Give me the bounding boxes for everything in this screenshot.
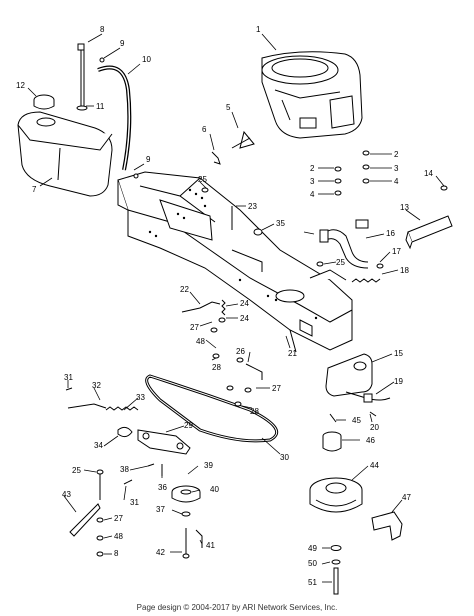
fuel-cap bbox=[33, 94, 55, 110]
callout-40: 40 bbox=[210, 485, 219, 494]
callout-37: 37 bbox=[156, 505, 165, 514]
callout-48a: 48 bbox=[196, 337, 205, 346]
callout-9a: 9 bbox=[120, 39, 125, 48]
callout-8b: 8 bbox=[114, 549, 119, 558]
frame-holes bbox=[148, 188, 318, 320]
callout-24b: 24 bbox=[240, 314, 249, 323]
callout-13: 13 bbox=[400, 203, 409, 212]
callout-33: 33 bbox=[136, 393, 145, 402]
callout-20: 20 bbox=[370, 423, 379, 432]
callout-7: 7 bbox=[32, 185, 37, 194]
exhaust-pipe bbox=[319, 219, 369, 269]
callout-47: 47 bbox=[402, 493, 411, 502]
callout-49: 49 bbox=[308, 544, 317, 553]
idler-bracket bbox=[137, 429, 191, 455]
callout-19: 19 bbox=[394, 377, 403, 386]
callout-24a: 24 bbox=[240, 299, 249, 308]
fuel-pickup-tube bbox=[76, 43, 88, 111]
rod-19 bbox=[345, 391, 391, 403]
callout-25b: 25 bbox=[336, 258, 345, 267]
callout-23: 23 bbox=[248, 202, 257, 211]
callout-21: 21 bbox=[288, 349, 297, 358]
fuel-tank bbox=[17, 111, 113, 197]
callout-27c: 27 bbox=[114, 514, 123, 523]
callout-16: 16 bbox=[386, 229, 395, 238]
callout-36: 36 bbox=[158, 483, 167, 492]
callout-29: 29 bbox=[184, 421, 193, 430]
callout-35: 35 bbox=[276, 219, 285, 228]
pto-bracket bbox=[371, 511, 403, 541]
callout-34: 34 bbox=[94, 441, 103, 450]
callout-25c: 25 bbox=[72, 466, 81, 475]
callout-30: 30 bbox=[280, 453, 289, 462]
callout-28a: 28 bbox=[212, 363, 221, 372]
callout-15: 15 bbox=[394, 349, 403, 358]
main-frame bbox=[117, 171, 353, 351]
callout-50: 50 bbox=[308, 559, 317, 568]
electric-clutch bbox=[309, 477, 363, 513]
callout-27a: 27 bbox=[190, 323, 199, 332]
callout-42: 42 bbox=[156, 548, 165, 557]
callout-38: 38 bbox=[120, 465, 129, 474]
callout-labels: 1 2 3 4 2 3 4 5 6 7 8 9 9 10 11 12 13 14… bbox=[16, 25, 433, 587]
callout-4b: 4 bbox=[394, 177, 399, 186]
callout-17: 17 bbox=[392, 247, 401, 256]
callout-18: 18 bbox=[400, 266, 409, 275]
callout-5: 5 bbox=[226, 103, 231, 112]
callout-44: 44 bbox=[370, 461, 379, 470]
callout-46: 46 bbox=[366, 436, 375, 445]
callout-48b: 48 bbox=[114, 532, 123, 541]
callout-26: 26 bbox=[236, 347, 245, 356]
callout-8: 8 bbox=[100, 25, 105, 34]
callout-9b: 9 bbox=[146, 155, 151, 164]
callout-28b: 28 bbox=[250, 407, 259, 416]
leader-lines bbox=[27, 33, 445, 583]
muffler bbox=[325, 353, 373, 397]
callout-11: 11 bbox=[96, 102, 105, 111]
callout-12: 12 bbox=[16, 81, 25, 90]
callout-43: 43 bbox=[62, 490, 71, 499]
callout-31a: 31 bbox=[64, 373, 73, 382]
callout-10: 10 bbox=[142, 55, 151, 64]
callout-25a: 25 bbox=[198, 175, 207, 184]
callout-41: 41 bbox=[206, 541, 215, 550]
callout-45: 45 bbox=[352, 416, 361, 425]
heat-shield bbox=[405, 215, 453, 250]
callout-2b: 2 bbox=[394, 150, 399, 159]
springs bbox=[105, 278, 381, 411]
copyright-footer: Page design © 2004-2017 by ARI Network S… bbox=[136, 603, 338, 612]
callout-39: 39 bbox=[204, 461, 213, 470]
callout-1: 1 bbox=[256, 25, 261, 34]
clutch-spacer bbox=[322, 431, 342, 452]
callout-51: 51 bbox=[308, 578, 317, 587]
callout-14: 14 bbox=[424, 169, 433, 178]
callout-32: 32 bbox=[92, 381, 101, 390]
callout-4a: 4 bbox=[310, 190, 315, 199]
callout-22: 22 bbox=[180, 285, 189, 294]
idler-pulley bbox=[171, 485, 201, 503]
callout-3a: 3 bbox=[310, 177, 315, 186]
callout-2a: 2 bbox=[310, 164, 315, 173]
hardware bbox=[65, 57, 448, 595]
callout-6: 6 bbox=[202, 125, 207, 134]
engine bbox=[261, 51, 363, 139]
callout-31b: 31 bbox=[130, 498, 139, 507]
callout-3b: 3 bbox=[394, 164, 399, 173]
callout-27b: 27 bbox=[272, 384, 281, 393]
